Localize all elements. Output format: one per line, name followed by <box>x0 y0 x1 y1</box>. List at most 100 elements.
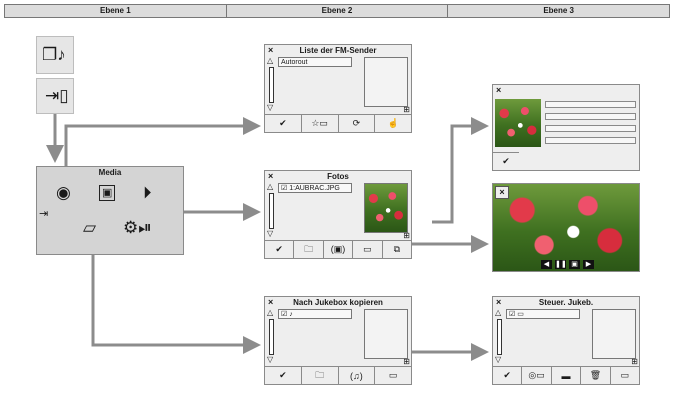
music-tile[interactable]: ❐♪ <box>36 36 74 74</box>
file-icon: ☑ ▭ <box>509 311 524 318</box>
scroll-up-icon[interactable]: △ <box>495 308 502 317</box>
preview-area <box>364 309 408 359</box>
corner-icon[interactable]: ⊞ <box>403 357 410 366</box>
scroll-up-icon[interactable]: △ <box>267 308 274 317</box>
screen-button[interactable]: ▭ <box>374 367 411 384</box>
copy-button[interactable]: (♫) <box>337 367 375 384</box>
scrollbar[interactable]: △ ▽ <box>267 183 275 238</box>
check-icon: ✔ <box>275 244 283 254</box>
scroll-up-icon[interactable]: △ <box>267 182 274 191</box>
file-icon: ☑ <box>281 185 288 192</box>
photo-thumbnail <box>364 183 408 233</box>
fm-list-title: Liste der FM-Sender <box>299 46 377 55</box>
jukebox-copy-panel: × Nach Jukebox kopieren △ ▽ ☑ ♪ ⊞ ✔ 🗀 (♫… <box>264 296 412 385</box>
confirm-button[interactable]: ✔ <box>493 367 521 384</box>
check-icon: ✔ <box>502 156 510 166</box>
view-button[interactable]: (▣) <box>322 241 352 258</box>
storage-icon: ▬ <box>561 370 571 381</box>
slideshow-view: × ◀ ❚❚ ▣ ▶ <box>492 183 640 272</box>
scroll-down-icon[interactable]: ▽ <box>267 229 274 238</box>
confirm-button[interactable]: ✔ <box>265 115 301 132</box>
scroll-down-icon[interactable]: ▽ <box>495 355 502 364</box>
check-icon: ✔ <box>279 370 287 380</box>
manage-button[interactable]: ◎▭ <box>521 367 550 384</box>
trash-icon: 🗑 <box>589 370 602 380</box>
button-bar: ✔ 🗀 (♫) ▭ <box>265 366 411 384</box>
confirm-button[interactable]: ✔ <box>265 367 301 384</box>
button-bar: ✔ ☆▭ ⟳ ☝ <box>265 114 411 132</box>
tune-button[interactable]: ☝ <box>374 115 411 132</box>
folder-icon: 🗀 <box>304 243 314 254</box>
screen-button[interactable]: ▭ <box>352 241 381 258</box>
info-line-4 <box>545 137 636 144</box>
scroll-track[interactable] <box>269 319 274 355</box>
station-field[interactable]: Autorout <box>278 57 352 67</box>
scrollbar[interactable]: △ ▽ <box>267 57 275 112</box>
check-icon: ✔ <box>279 118 287 128</box>
slideshow-button[interactable]: ⧉ <box>381 241 411 258</box>
preview-area <box>592 309 636 359</box>
scroll-down-icon[interactable]: ▽ <box>267 355 274 364</box>
confirm-button[interactable]: ✔ <box>493 153 519 170</box>
photos-icon[interactable]: ▣ <box>99 185 116 201</box>
level-header: Ebene 1 Ebene 2 Ebene 3 <box>4 4 670 18</box>
fotos-title: Fotos <box>327 172 349 181</box>
close-icon[interactable]: × <box>496 85 502 95</box>
photo-file-field[interactable]: ☑ 1:AUBRAC.JPG <box>278 183 352 193</box>
scroll-track[interactable] <box>269 193 274 229</box>
corner-icon[interactable]: ⊞ <box>403 105 410 114</box>
copy-music-icon: (♫) <box>350 370 363 381</box>
jukebox-copy-icon[interactable]: ▱ <box>83 218 97 237</box>
next-icon[interactable]: ▶ <box>583 260 594 269</box>
photo-detail-panel: × ✔ <box>492 84 640 171</box>
prev-icon[interactable]: ◀ <box>541 260 552 269</box>
refresh-button[interactable]: ⟳ <box>337 115 375 132</box>
favorite-button[interactable]: ☆▭ <box>300 115 338 132</box>
folder-icon: 🗀 <box>315 369 325 380</box>
arrow-to-jukebox-copy <box>91 238 261 354</box>
scroll-down-icon[interactable]: ▽ <box>267 103 274 112</box>
source-tile[interactable]: ⇥▯ <box>36 78 74 114</box>
fotos-panel: × Fotos △ ▽ ☑ 1:AUBRAC.JPG ⊞ ✔ 🗀 (▣) ▭ ⧉ <box>264 170 412 259</box>
scroll-track[interactable] <box>497 319 502 355</box>
settings-play-icon[interactable]: ⚙⏯ <box>123 218 152 237</box>
button-bar: ✔ 🗀 (▣) ▭ ⧉ <box>265 240 411 258</box>
close-icon[interactable]: × <box>268 171 274 181</box>
info-line-1 <box>545 101 636 108</box>
music-icon: ❐♪ <box>42 45 66 64</box>
screen-button[interactable]: ▭ <box>609 367 639 384</box>
confirm-button[interactable]: ✔ <box>265 241 293 258</box>
corner-icon[interactable]: ⊞ <box>631 357 638 366</box>
info-line-2 <box>545 113 636 120</box>
delete-button[interactable]: 🗑 <box>580 367 609 384</box>
storage-button[interactable]: ▬ <box>550 367 580 384</box>
scrollbar[interactable]: △ ▽ <box>495 309 503 364</box>
radio-icon[interactable]: ◉ <box>56 183 71 202</box>
jukebox-copy-title: Nach Jukebox kopieren <box>293 298 383 307</box>
corner-icon[interactable]: ⊞ <box>403 231 410 240</box>
arrow-to-photo-detail <box>432 117 489 224</box>
jukebox-item-field[interactable]: ☑ ♪ <box>278 309 352 319</box>
image-icon[interactable]: ▣ <box>569 260 580 269</box>
input-icon[interactable]: ⇥ <box>39 208 49 220</box>
scroll-up-icon[interactable]: △ <box>267 56 274 65</box>
hand-tune-icon: ☝ <box>387 118 399 128</box>
close-icon[interactable]: × <box>268 45 274 55</box>
level-1-label: Ebene 1 <box>99 6 131 15</box>
close-icon[interactable]: × <box>496 297 502 307</box>
jukebox-item-field[interactable]: ☑ ▭ <box>506 309 580 319</box>
folder-button[interactable]: 🗀 <box>300 367 338 384</box>
folder-button[interactable]: 🗀 <box>293 241 322 258</box>
fm-list-panel: × Liste der FM-Sender △ ▽ Autorout ⊞ ✔ ☆… <box>264 44 412 133</box>
scroll-track[interactable] <box>269 67 274 103</box>
photo-file-name: 1:AUBRAC.JPG <box>289 185 340 192</box>
close-icon[interactable]: × <box>268 297 274 307</box>
disc-folder-icon: ◎▭ <box>528 370 545 380</box>
video-icon[interactable]: ⏵ <box>143 183 152 202</box>
button-bar: ✔ ◎▭ ▬ 🗑 ▭ <box>493 366 639 384</box>
scrollbar[interactable]: △ ▽ <box>267 309 275 364</box>
pause-icon[interactable]: ❚❚ <box>555 260 567 269</box>
jukebox-control-panel: × Steuer. Jukeb. △ ▽ ☑ ▭ ⊞ ✔ ◎▭ ▬ 🗑 ▭ <box>492 296 640 385</box>
close-icon[interactable]: × <box>495 186 509 199</box>
